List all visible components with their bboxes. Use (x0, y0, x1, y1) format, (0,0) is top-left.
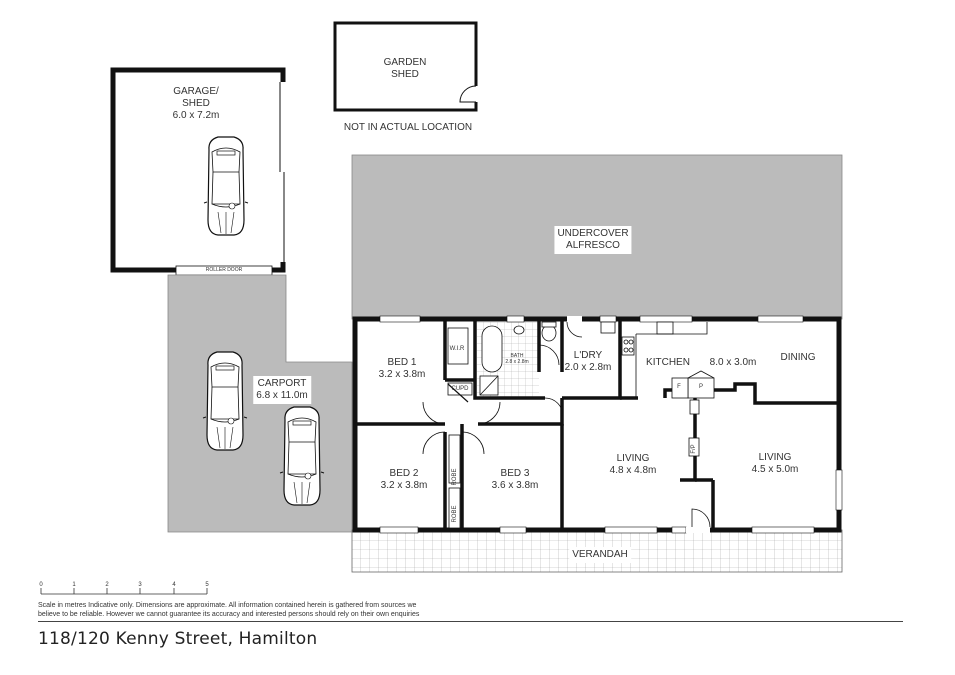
laundry-label: L'DRY 2.0 x 2.8m (565, 350, 612, 374)
property-address: 118/120 Kenny Street, Hamilton (38, 629, 318, 649)
garage-size: 6.0 x 7.2m (172, 110, 220, 121)
verandah-label: VERANDAH (569, 547, 631, 563)
house (352, 315, 843, 534)
carport-name: CARPORT (257, 378, 307, 389)
bed2-name: BED 2 (389, 468, 419, 479)
scale-tick-5: 5 (205, 582, 209, 588)
carport-size: 6.8 x 11.0m (256, 390, 308, 401)
disclaimer-text: Scale in metres Indicative only. Dimensi… (38, 602, 420, 618)
bed2-label: BED 2 3.2 x 3.8m (381, 468, 428, 492)
bed3-name: BED 3 (500, 468, 530, 479)
garage-name2: SHED (182, 98, 210, 109)
carport-label: CARPORT 6.8 x 11.0m (253, 376, 311, 404)
bed2-size: 3.2 x 3.8m (380, 480, 428, 491)
bed1-label: BED 1 3.2 x 3.8m (379, 357, 426, 381)
scale-tick-3: 3 (138, 582, 142, 588)
alfresco-name2: ALFRESCO (566, 240, 620, 251)
bed3-label: BED 3 3.6 x 3.8m (492, 468, 539, 492)
dining-label: DINING (780, 352, 816, 363)
living1-name: LIVING (616, 453, 650, 464)
garage (110, 67, 286, 276)
garden-shed-note: NOT IN ACTUAL LOCATION (343, 122, 473, 133)
garden-shed-label: GARDEN SHED (384, 57, 427, 81)
bath-name: BATH (510, 353, 524, 359)
garage-label: GARAGE/ SHED 6.0 x 7.2m (173, 86, 220, 122)
divider-line (38, 621, 903, 622)
scale-tick-1: 1 (72, 582, 76, 588)
living2-name: LIVING (758, 452, 792, 463)
bed3-size: 3.6 x 3.8m (491, 480, 539, 491)
scale-bar (40, 588, 208, 595)
bed1-name: BED 1 (387, 357, 417, 368)
living2-label: LIVING 4.5 x 5.0m (752, 452, 799, 476)
fireplace-label: F/P (691, 444, 697, 454)
robe2-label: ROBE (452, 505, 458, 523)
scale-tick-2: 2 (105, 582, 109, 588)
kitchen-size: 8.0 x 3.0m (709, 357, 757, 368)
cupd-label: CUPD (451, 386, 469, 392)
robe1-label: ROBE (452, 468, 458, 486)
alfresco-label: UNDERCOVER ALFRESCO (554, 226, 632, 254)
bed1-size: 3.2 x 3.8m (378, 369, 426, 380)
garden-shed-name: GARDEN (383, 57, 427, 68)
garden-shed-name2: SHED (391, 69, 419, 80)
laundry-size: 2.0 x 2.8m (564, 362, 612, 373)
scale-tick-0: 0 (39, 582, 43, 588)
bath-size: 2.8 x 2.8m (505, 359, 529, 365)
garden-shed (333, 21, 479, 112)
living2-size: 4.5 x 5.0m (751, 464, 799, 475)
fridge-label: F (677, 384, 681, 390)
laundry-name: L'DRY (573, 350, 603, 361)
living1-size: 4.8 x 4.8m (609, 465, 657, 476)
wir-label: W.I.R (449, 346, 465, 352)
kitchen-label: KITCHEN (646, 357, 690, 368)
pantry-label: P (698, 384, 704, 390)
bath-label: BATH 2.8 x 2.8m (505, 353, 528, 365)
roller-door-label: ROLLER DOOR (205, 267, 243, 273)
garage-name: GARAGE/ (173, 86, 219, 97)
scale-tick-4: 4 (172, 582, 176, 588)
living1-label: LIVING 4.8 x 4.8m (610, 453, 657, 477)
alfresco-name: UNDERCOVER (557, 228, 629, 239)
